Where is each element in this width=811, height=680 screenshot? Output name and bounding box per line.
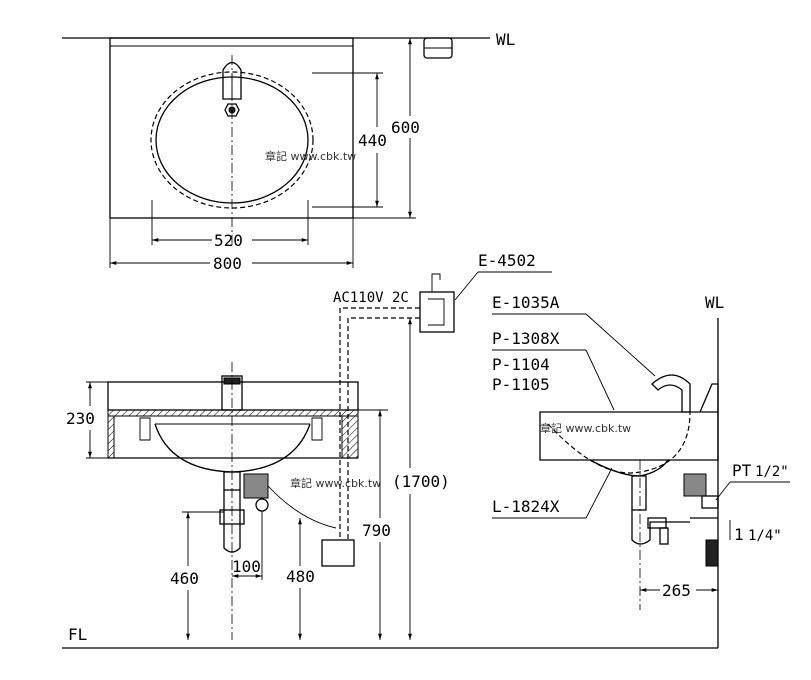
part-1-label: P-1308X [492,329,560,348]
front-counter-slab [107,409,359,417]
side-basin-hidden [547,411,691,474]
dim-460-label: 460 [170,569,199,588]
side-faucet [651,374,691,413]
front-transformer [321,539,355,567]
plan-counter-outline [109,37,354,219]
dim-520-label: 520 [214,231,243,250]
floor-line-label: FL [68,625,87,644]
side-backsplash [699,383,719,413]
front-counter-top [107,381,359,411]
front-basin-clips [139,417,323,441]
plan-faucet-body [222,61,242,100]
basin-model-label: L-1824X [492,497,560,516]
dim-100-label: 100 [232,557,261,576]
side-drain-pipe [631,475,647,511]
power-cable-outer [339,307,420,540]
front-sensor-cable [267,485,337,529]
sensor-plug [431,273,441,292]
drain-size-whole-label: 1 [734,525,744,544]
power-cable-inner [347,317,420,540]
sensor-box-inner [428,298,445,326]
plan-watermark: 章記 www.cbk.tw [265,149,356,163]
side-transformer [705,539,719,567]
basin-leader [585,467,613,519]
side-stop-valve [701,495,719,509]
power-spec-label: AC110V 2C [333,290,409,306]
faucet-model-label: E-1035A [492,293,560,312]
pt-prefix-label: PT [732,461,752,480]
dim-265-label: 265 [662,581,691,600]
dim-230-label: 230 [66,409,95,428]
side-trap-nut [647,517,667,529]
front-basin-bowl [154,423,311,473]
sensor-box [419,291,455,333]
pt-fraction-label: 1/2" [755,464,789,480]
dim-1700-label: (1700) [392,472,450,491]
plan-view: WL 章記 www.cbk.tw 520 800 440 [62,30,515,273]
side-counter [539,411,719,461]
dim-790-label: 790 [362,521,391,540]
front-trap-nut [219,509,245,525]
front-solenoid-valve [243,473,269,499]
dim-480-label: 480 [286,567,315,586]
front-trap [223,490,241,553]
side-trap [631,510,690,545]
front-counter-right-wall [341,415,359,459]
sensor-model-label: E-4502 [478,251,536,270]
front-watermark: 章記 www.cbk.tw [290,476,381,490]
side-wl-label: WL [705,293,724,312]
front-drain-neck [223,471,241,491]
side-view: WL E-1035A P-1308X P-1104 P-1105 章記 www.… [492,293,790,648]
dim-800-label: 800 [213,254,242,273]
plan-wl-label: WL [496,30,515,49]
plan-bowl-outer [150,71,314,209]
front-stop-valve [255,498,269,512]
pt-leader [715,481,731,501]
plan-drain-hex [224,103,240,117]
front-view: E-4502 AC110V 2C 章記 www.cbk.tw (1700) [66,251,552,640]
sensor-leader [454,271,479,301]
side-watermark: 章記 www.cbk.tw [540,421,631,435]
side-trap-outlet [659,527,669,545]
side-solenoid-valve [683,473,707,497]
front-counter-left-wall [107,415,115,459]
part-leader [585,349,615,411]
dim-440-label: 440 [358,131,387,150]
part-2-label: P-1104 [492,355,550,374]
part-3-label: P-1105 [492,375,550,394]
faucet-leader [585,313,656,377]
dim-600-label: 600 [391,118,420,137]
drain-size-fraction-label: 1/4" [748,528,782,544]
